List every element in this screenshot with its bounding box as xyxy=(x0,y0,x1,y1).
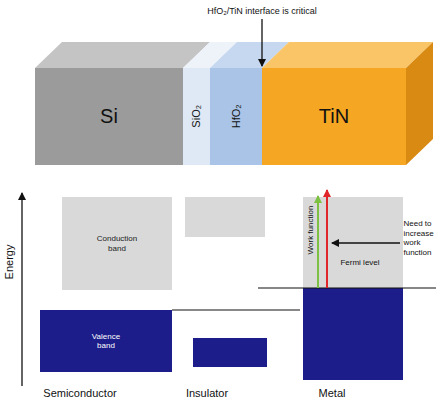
node-text: TiN xyxy=(319,105,349,128)
increased-work-function-arrow xyxy=(326,190,328,288)
conduction-band: Conduction band xyxy=(62,197,172,290)
metal-filled-states xyxy=(303,288,403,380)
level-label: Fermi level xyxy=(340,258,379,268)
callout-note: Need to increase work function xyxy=(404,219,439,257)
axis-label: Energy xyxy=(3,245,16,280)
callout-note: HfO₂/TiN interface is critical xyxy=(207,6,317,17)
insulator-valence-band xyxy=(193,338,267,367)
metal-empty-states xyxy=(303,197,403,288)
region-label: Semiconductor xyxy=(43,387,116,400)
material-layer: HfO₂ xyxy=(210,68,262,165)
insulator-conduction-band xyxy=(185,197,265,237)
callout-arrow xyxy=(332,242,400,244)
material-layer: SiO₂ xyxy=(183,68,210,165)
node-text: HfO₂ xyxy=(230,105,243,129)
work-function-arrow xyxy=(317,196,319,288)
quantity-label: Work function xyxy=(306,206,316,255)
block-side-face xyxy=(406,42,433,165)
material-block: Si xyxy=(35,68,183,165)
node-text: Valence band xyxy=(87,332,125,350)
material-block: TiN xyxy=(262,68,406,165)
block-top-face xyxy=(262,42,433,68)
block-top-face xyxy=(35,42,210,68)
node-text: Conduction band xyxy=(94,234,140,252)
node-text: Si xyxy=(100,105,118,128)
valence-level-line xyxy=(172,310,300,311)
valence-band: Valence band xyxy=(40,310,172,372)
node-text: SiO₂ xyxy=(190,105,203,128)
region-label: Insulator xyxy=(186,387,228,400)
energy-axis xyxy=(21,193,22,386)
region-label: Metal xyxy=(319,387,346,400)
leader-arrow xyxy=(261,19,262,66)
fermi-level-line xyxy=(258,287,436,288)
